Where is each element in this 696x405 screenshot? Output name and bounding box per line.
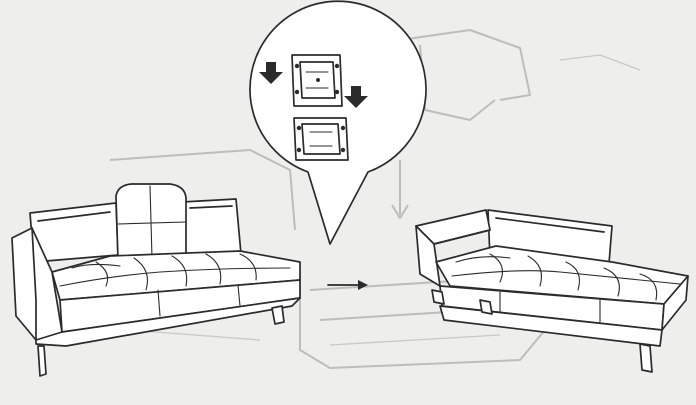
bracket-top bbox=[292, 55, 342, 106]
leg-front-right bbox=[272, 306, 284, 324]
sofa-before bbox=[12, 184, 300, 376]
sofa-after bbox=[416, 210, 688, 372]
leg-front-right bbox=[640, 344, 652, 372]
bracket-bottom bbox=[294, 118, 348, 160]
leg-mid bbox=[480, 300, 492, 314]
leg-front-left bbox=[38, 346, 46, 376]
leg-left bbox=[432, 290, 444, 304]
